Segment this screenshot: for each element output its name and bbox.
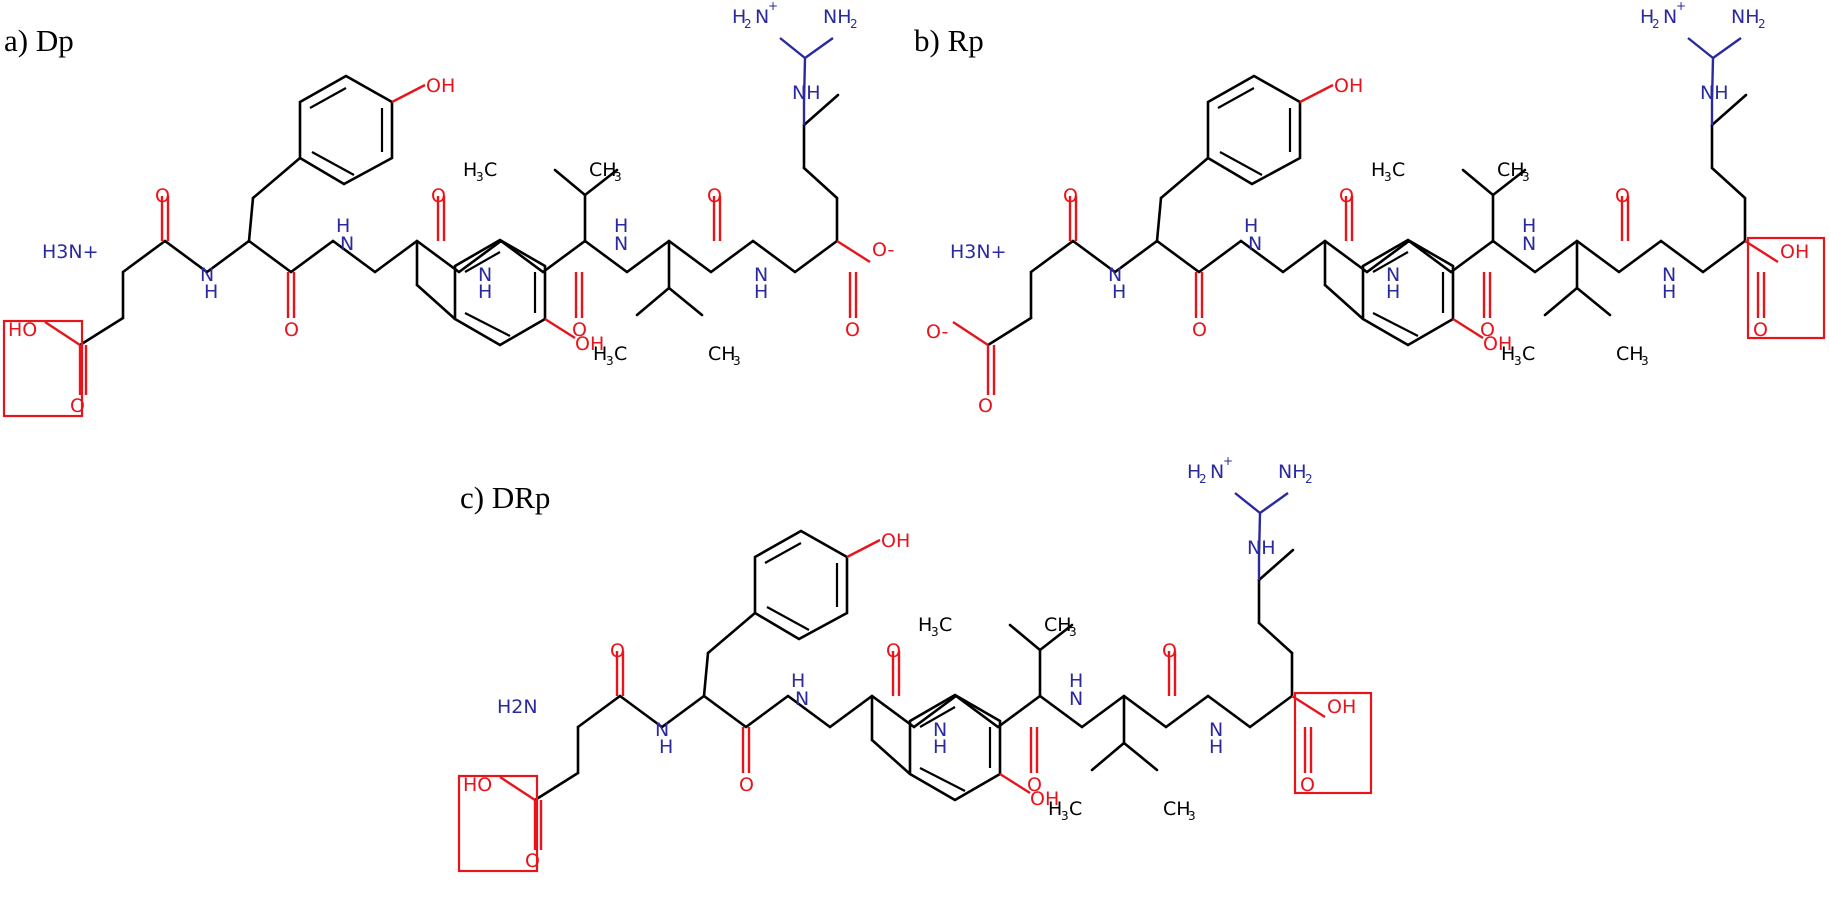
side-chain-oh-c: HO (463, 774, 492, 796)
side-chain-o-minus-b: O- (926, 321, 948, 343)
c-terminus-c: OH (1327, 696, 1356, 718)
n-terminus-c: H2N (497, 696, 538, 718)
highlight-box-c-terminal-c (1293, 691, 1373, 795)
c-terminus-b: OH (1780, 241, 1809, 263)
highlight-box-side-chain-c (457, 774, 539, 873)
side-chain-oh-a: HO (8, 319, 37, 341)
structure-rp: H3N+ OH O- (926, 0, 1826, 419)
panel-label-c: c) DRp (460, 480, 550, 515)
highlight-box-c-terminal-b (1746, 236, 1826, 340)
structure-dp: H3N+ O- HO (2, 0, 894, 419)
c-terminus-a: O- (872, 239, 894, 261)
n-terminus-b: H3N+ (950, 241, 1007, 263)
n-terminus-a: H3N+ (42, 241, 99, 263)
panel-label-a: a) Dp (4, 23, 74, 58)
panel-label-b: b) Rp (914, 23, 984, 58)
structure-drp: H2N OH HO (457, 452, 1373, 874)
highlight-box-side-chain-a (2, 319, 84, 418)
